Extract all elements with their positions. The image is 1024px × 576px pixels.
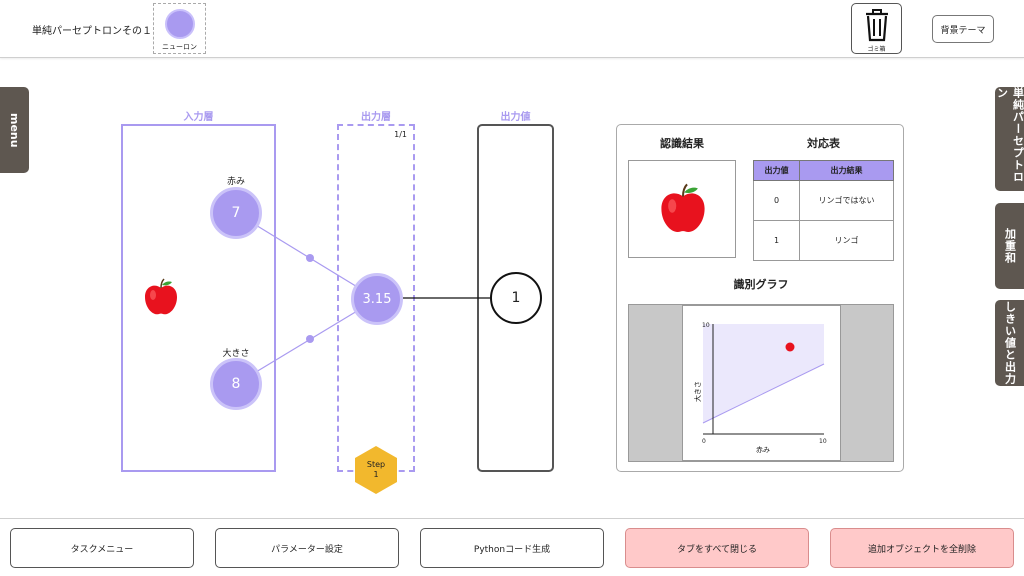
table-cell: 0 <box>753 180 800 221</box>
y-axis-label: 大きさ <box>693 381 702 402</box>
weight-handle-1[interactable] <box>306 254 314 262</box>
task-menu-button[interactable]: タスクメニュー <box>10 528 194 568</box>
apple-icon <box>661 183 705 233</box>
page-indicator: 1/1 <box>394 130 407 139</box>
output-value-circle: 1 <box>490 272 542 324</box>
tab-weighted-sum-label: 加重和 <box>1003 228 1017 264</box>
step-button[interactable]: Step 1 <box>355 446 397 494</box>
y-max-label: 10 <box>702 322 710 329</box>
neuron-icon <box>165 9 195 39</box>
theme-button[interactable]: 背景テーマ <box>932 15 994 43</box>
origin-label: 0 <box>702 438 706 445</box>
menu-tab[interactable]: menu <box>0 87 29 173</box>
step-label: Step <box>366 460 386 469</box>
python-code-button[interactable]: Pythonコード生成 <box>420 528 604 568</box>
result-panel: 認識結果 対応表 出力値 出力結果 0 リンゴではない 1 リンゴ 識別グラフ <box>616 124 904 472</box>
mapping-table: 出力値 出力結果 0 リンゴではない 1 リンゴ <box>753 160 894 261</box>
bottom-bar: タスクメニュー パラメーター設定 Pythonコード生成 タブをすべて閉じる 追… <box>0 518 1024 576</box>
neuron-palette-item[interactable]: ニューロン <box>153 3 206 54</box>
trash-label: ゴミ箱 <box>867 46 886 53</box>
graph-title: 識別グラフ <box>733 278 789 291</box>
weight-handle-2[interactable] <box>306 335 314 343</box>
table-row: 0 リンゴではない <box>753 180 894 221</box>
tab-perceptron-label: 単純パーセプトロン <box>995 87 1024 183</box>
table-row: 1 リンゴ <box>753 220 894 261</box>
table-header: 出力値 <box>753 160 800 181</box>
input-caption-size: 大きさ <box>222 349 250 359</box>
graph-plot: 10 0 10 赤み 大きさ <box>682 305 841 461</box>
output-neuron[interactable]: 3.15 <box>351 273 403 325</box>
output-layer-label: 出力層 <box>361 112 391 123</box>
app-title: 単純パーセプトロンその１ <box>32 26 152 37</box>
table-title: 対応表 <box>807 137 840 150</box>
tab-threshold-output[interactable]: しきい値と出力 <box>995 300 1024 386</box>
graph-point <box>785 342 795 352</box>
input-layer <box>121 124 276 472</box>
input-caption-redness: 赤み <box>226 177 245 187</box>
neuron-palette-label: ニューロン <box>162 43 197 51</box>
table-cell: リンゴではない <box>799 180 894 221</box>
table-cell: リンゴ <box>799 220 894 261</box>
tab-perceptron[interactable]: 単純パーセプトロン <box>995 87 1024 191</box>
table-header: 出力結果 <box>799 160 894 181</box>
tab-weighted-sum[interactable]: 加重和 <box>995 203 1024 289</box>
trash-icon <box>866 9 888 42</box>
menu-tab-label: menu <box>8 112 21 148</box>
discrimination-graph: 10 0 10 赤み 大きさ <box>628 304 894 462</box>
output-value-label: 出力値 <box>500 112 531 123</box>
tab-threshold-output-label: しきい値と出力 <box>1003 301 1017 385</box>
top-bar: 単純パーセプトロンその１ ニューロン ゴミ箱 背景テーマ <box>0 0 1024 58</box>
delete-all-objects-button[interactable]: 追加オブジェクトを全削除 <box>830 528 1014 568</box>
input-neuron-redness[interactable]: 7 <box>210 187 262 239</box>
x-axis-label: 赤み <box>756 446 770 454</box>
trash-button[interactable]: ゴミ箱 <box>851 3 902 54</box>
input-layer-label: 入力層 <box>183 112 214 123</box>
table-cell: 1 <box>753 220 800 261</box>
step-number: 1 <box>373 470 379 479</box>
apple-icon <box>145 278 177 315</box>
input-neuron-size[interactable]: 8 <box>210 358 262 410</box>
parameter-settings-button[interactable]: パラメーター設定 <box>215 528 399 568</box>
close-all-tabs-button[interactable]: タブをすべて閉じる <box>625 528 809 568</box>
recognition-title: 認識結果 <box>660 137 704 150</box>
x-max-label: 10 <box>819 438 827 445</box>
recognition-result <box>628 160 736 258</box>
